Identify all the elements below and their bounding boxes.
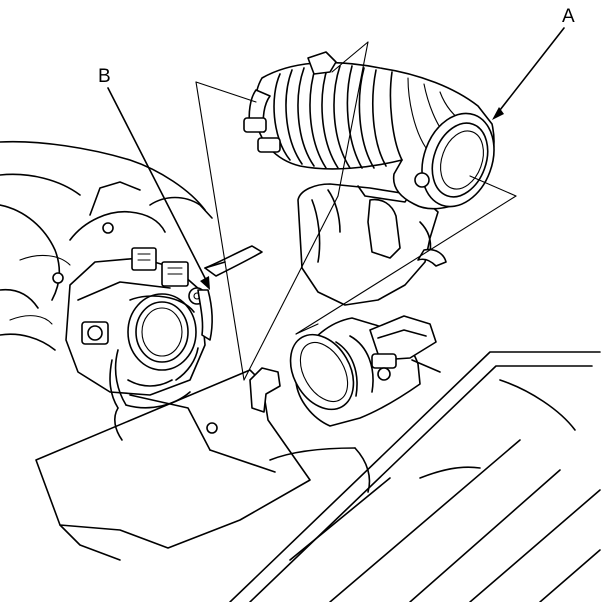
air-cleaner-housing bbox=[35, 351, 601, 602]
callout-leader-b bbox=[107, 87, 210, 290]
resonator-chamber bbox=[297, 183, 447, 306]
callout-label-a: A bbox=[562, 6, 575, 27]
throttle-body bbox=[65, 245, 263, 441]
callout-label-b: B bbox=[98, 66, 111, 87]
engine-block bbox=[0, 140, 213, 351]
callout-leader-a bbox=[492, 27, 565, 120]
air-cleaner-hose bbox=[289, 315, 441, 427]
guide-lines bbox=[195, 41, 517, 381]
intake-duct-a bbox=[243, 51, 495, 210]
